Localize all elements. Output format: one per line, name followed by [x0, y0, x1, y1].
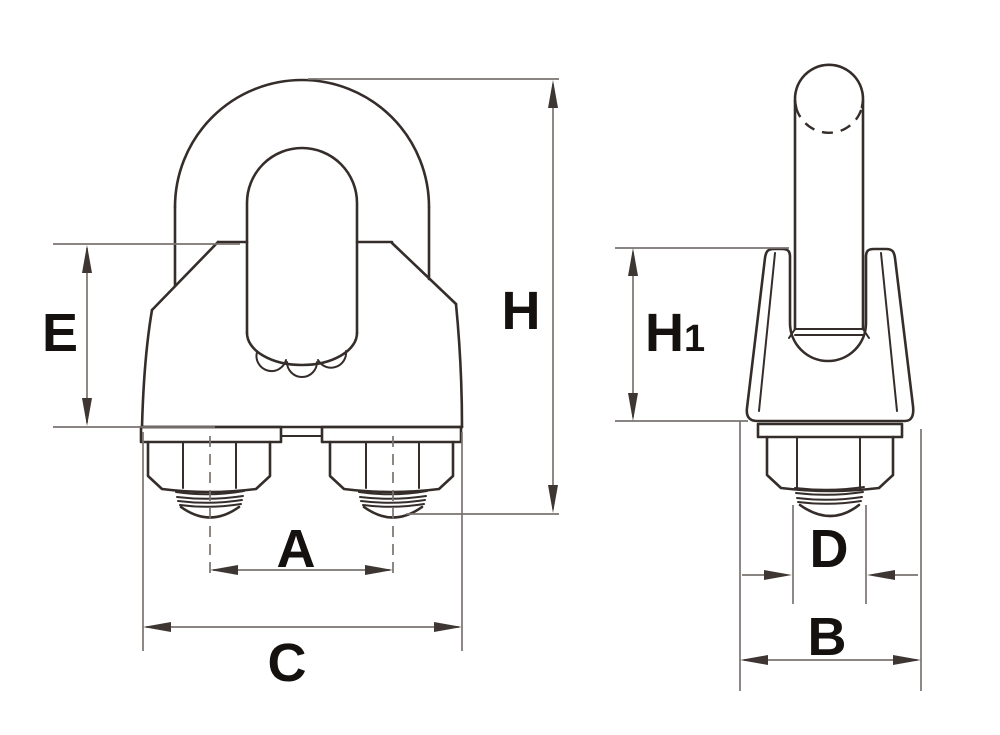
side-hex-nut: [765, 435, 895, 493]
dim-label-H1-sub: 1: [684, 318, 705, 360]
arrowhead: [893, 655, 921, 665]
u-bolt-outer-arc: [173, 78, 431, 209]
side-thread-lines: [794, 486, 865, 505]
dim-label-C: C: [268, 633, 307, 693]
dimension-C: C: [142, 432, 463, 693]
arrowhead: [548, 80, 558, 108]
dimension-B: B: [739, 421, 922, 691]
arrowhead: [740, 655, 768, 665]
arrowhead: [548, 485, 558, 513]
arrowhead: [628, 393, 638, 421]
arrowhead: [210, 565, 238, 575]
arrowhead: [82, 245, 92, 273]
washer-plate-right: [320, 425, 463, 444]
rope-strand-bump-right: [317, 350, 348, 369]
rope-strand-bump-left: [255, 351, 287, 373]
dim-label-H1: H1: [645, 303, 705, 363]
rod-end-circle-visible: [793, 63, 865, 109]
side-body-outline: [745, 247, 915, 423]
front-view: [139, 78, 464, 578]
dim-label-D: D: [810, 519, 849, 579]
rope-strand-bump-middle: [286, 361, 318, 378]
saddle-side-left: [140, 308, 154, 429]
saddle-bottom-center-step: [280, 426, 323, 437]
side-bolt-end-dome: [798, 503, 861, 518]
rod-end-circle-hidden: [794, 106, 864, 134]
arrowhead: [82, 398, 92, 426]
hex-nut-right: [328, 440, 455, 494]
washer-plate-left: [139, 425, 283, 444]
saddle-shoulder-left: [150, 240, 220, 312]
dim-label-B: B: [808, 607, 847, 667]
dimension-A: A: [210, 519, 393, 579]
saddle-side-right: [454, 302, 464, 429]
saddle-shoulder-right: [390, 241, 458, 306]
side-washer-plate: [756, 422, 904, 439]
hex-nut-left: [146, 440, 272, 494]
side-body-edge-fillet-right: [880, 252, 898, 412]
arrowhead: [867, 570, 895, 580]
dim-label-H: H: [502, 281, 541, 341]
arrowhead: [764, 570, 792, 580]
dim-label-A: A: [277, 519, 316, 579]
side-view: [745, 63, 915, 518]
arrowhead: [434, 622, 462, 632]
dimension-H1: H1: [615, 247, 789, 422]
u-bolt-inner-opening: [245, 146, 359, 335]
arrowhead: [365, 565, 393, 575]
dim-label-H1-main: H: [645, 303, 684, 363]
arrowhead: [628, 248, 638, 276]
dimension-H: H: [308, 78, 559, 515]
side-body-edge-fillet-left: [758, 252, 776, 412]
dimension-E: E: [42, 243, 240, 428]
dim-label-E: E: [42, 303, 78, 363]
dimension-D: D: [742, 505, 918, 604]
arrowhead: [143, 622, 171, 632]
saddle-opening-bottom-arc: [245, 331, 359, 367]
